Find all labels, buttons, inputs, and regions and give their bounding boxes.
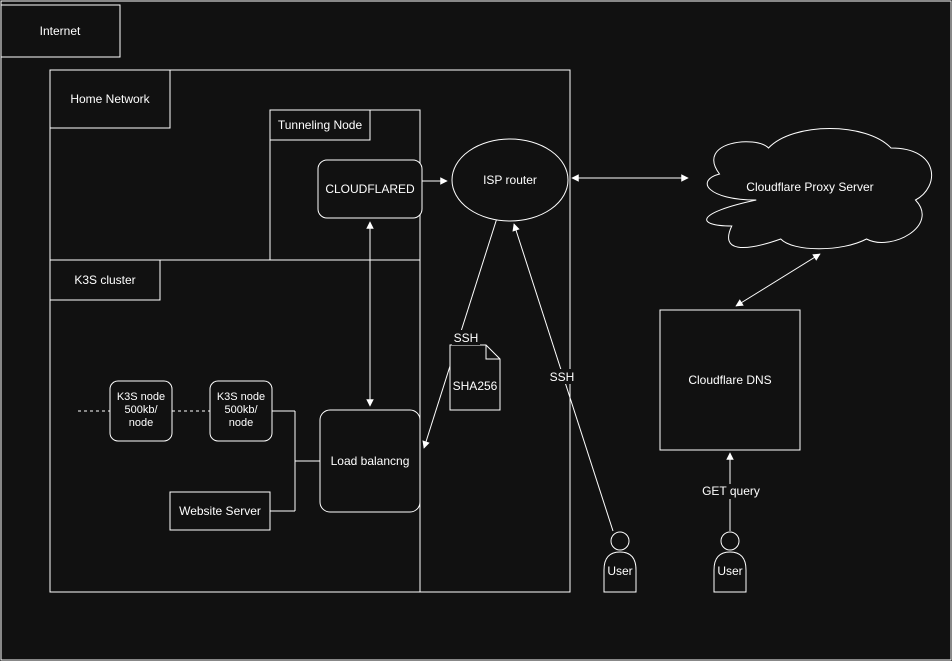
internet-label: Internet	[40, 24, 81, 38]
website-server-box	[169, 491, 271, 531]
sha256-label: SHA256	[453, 379, 498, 393]
k3s-cluster-label: K3S cluster	[74, 273, 135, 287]
cloudflare-proxy-label: Cloudflare Proxy Server	[746, 180, 873, 194]
edge-cluster-to-loadbalancer	[270, 410, 320, 512]
k3s-node-1-line2: 500kb/	[124, 404, 158, 416]
get-query-label-bg	[702, 484, 760, 499]
cloudflare-dns-label: Cloudflare DNS	[688, 373, 771, 387]
home-network-label-box	[49, 69, 171, 129]
website-server-node: Website Server	[169, 491, 271, 531]
user-right-body-icon	[713, 551, 747, 593]
user-right-node: User	[713, 531, 747, 593]
ssh-right-label: SSH	[550, 370, 575, 384]
load-balancer-label: Load balancng	[331, 454, 410, 468]
sha256-note: SHA256	[449, 344, 501, 411]
internet-label-box	[0, 4, 121, 58]
edge-labels: SSH SSH GET query	[452, 330, 760, 499]
load-balancer-node: Load balancng	[319, 409, 421, 513]
ssh-left-label-bg	[452, 330, 480, 345]
tunneling-node-label-box	[269, 109, 371, 141]
user-left-node: User	[603, 531, 637, 593]
cloudflared-node: CLOUDFLARED	[317, 159, 423, 219]
edge-proxy-dns	[735, 253, 821, 307]
isp-router-ellipse	[451, 138, 569, 222]
cloudflare-dns-node: Cloudflare DNS	[659, 309, 801, 451]
k3s-node-1-box	[109, 380, 173, 442]
k3s-node-1-line1: K3S node	[117, 391, 165, 403]
k3s-node-2-line2: 500kb/	[224, 404, 258, 416]
home-network-label: Home Network	[70, 92, 150, 106]
ssh-right-label-bg	[548, 369, 576, 384]
k3s-node-1: K3S node 500kb/ node	[109, 380, 173, 442]
get-query-label: GET query	[702, 484, 760, 498]
note-shape	[449, 344, 501, 411]
k3s-cluster-label-box	[49, 259, 161, 301]
user-left-head-icon	[610, 531, 630, 551]
user-right-label: User	[717, 564, 742, 578]
k3s-node-2-line1: K3S node	[217, 391, 265, 403]
website-server-label: Website Server	[179, 504, 261, 518]
load-balancer-box	[319, 409, 421, 513]
isp-router-label: ISP router	[483, 173, 537, 187]
cloudflared-label: CLOUDFLARED	[325, 182, 415, 196]
k3s-node-1-line3: node	[129, 417, 153, 429]
tunneling-node-label: Tunneling Node	[278, 118, 363, 132]
user-left-label: User	[607, 564, 632, 578]
k3s-node-2-box	[209, 380, 273, 442]
cloudflare-proxy-node: Cloudflare Proxy Server	[706, 128, 932, 250]
cloud-shape	[706, 128, 932, 250]
note-fold	[485, 345, 500, 360]
ssh-left-label: SSH	[454, 331, 479, 345]
isp-router-node: ISP router	[451, 138, 569, 222]
cloudflare-dns-box	[659, 309, 801, 451]
user-left-body-icon	[603, 551, 637, 593]
k3s-node-2: K3S node 500kb/ node	[209, 380, 273, 442]
k3s-node-2-line3: node	[229, 417, 253, 429]
user-right-head-icon	[720, 531, 740, 551]
cloudflared-box	[317, 159, 423, 219]
